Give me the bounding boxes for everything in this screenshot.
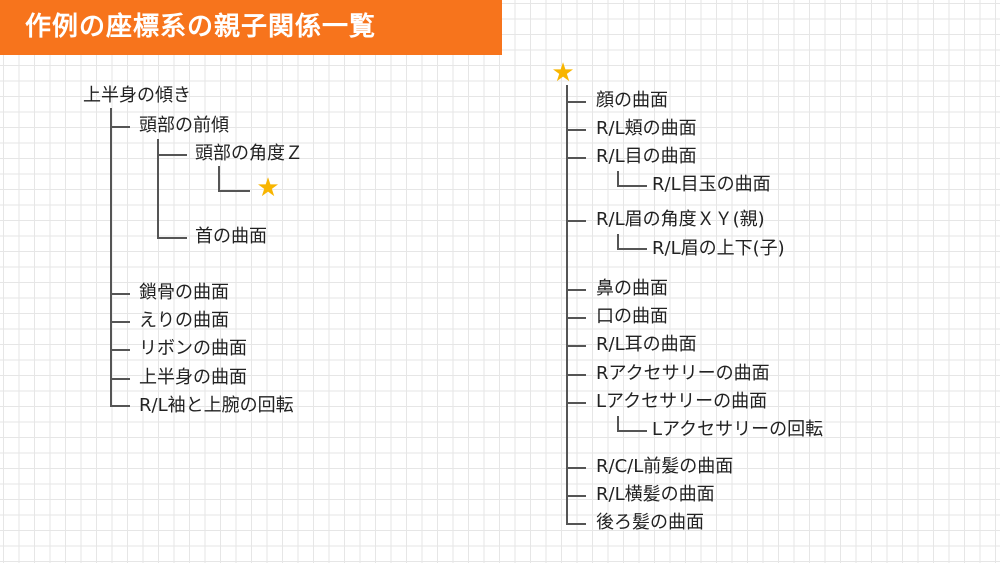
connector-line xyxy=(566,289,586,291)
tree-node-brow-xy: R/L眉の角度ＸＹ(親) xyxy=(596,209,765,230)
connector-line xyxy=(157,139,159,237)
tree-node-r-accessory: Rアクセサリーの曲面 xyxy=(596,363,770,384)
connector-line xyxy=(218,166,220,191)
tree-node-eyeball: R/L目玉の曲面 xyxy=(652,174,771,195)
connector-line xyxy=(566,129,586,131)
connector-line xyxy=(566,495,586,497)
tree-node-item: えりの曲面 xyxy=(139,310,229,331)
connector-line xyxy=(157,154,187,156)
tree-node-cheek: R/L頬の曲面 xyxy=(596,118,697,139)
tree-node-brow-updown: R/L眉の上下(子) xyxy=(652,238,785,259)
connector-line xyxy=(110,405,130,407)
connector-line xyxy=(566,467,586,469)
connector-line xyxy=(566,157,586,159)
connector-line xyxy=(566,345,586,347)
tree-node-item: R/L袖と上腕の回転 xyxy=(139,395,294,416)
tree-node-upper-body-tilt: 上半身の傾き xyxy=(83,85,191,106)
tree-node-l-accessory: Lアクセサリーの曲面 xyxy=(596,391,768,412)
connector-line xyxy=(617,171,619,186)
tree-node-side-hair: R/L横髪の曲面 xyxy=(596,484,715,505)
connector-line xyxy=(617,416,619,431)
connector-line xyxy=(617,234,619,249)
tree-node-mouth: 口の曲面 xyxy=(596,306,668,327)
connector-line xyxy=(110,321,130,323)
tree-node-back-hair: 後ろ髪の曲面 xyxy=(596,512,704,533)
connector-line xyxy=(566,402,586,404)
tree-node-neck: 首の曲面 xyxy=(195,226,267,247)
connector-line xyxy=(617,430,647,432)
tree-node-item: 上半身の曲面 xyxy=(139,367,247,388)
connector-line xyxy=(110,108,112,406)
tree-node-item: リボンの曲面 xyxy=(139,338,247,359)
tree-node-eye: R/L目の曲面 xyxy=(596,146,697,167)
tree-node-ear: R/L耳の曲面 xyxy=(596,334,697,355)
connector-line xyxy=(157,237,187,239)
connector-line xyxy=(566,523,586,525)
connector-line xyxy=(566,374,586,376)
connector-line xyxy=(617,185,647,187)
connector-line xyxy=(566,220,586,222)
connector-line xyxy=(617,248,647,250)
connector-line xyxy=(566,85,568,525)
connector-line xyxy=(110,378,130,380)
connector-line xyxy=(110,126,130,128)
connector-line xyxy=(218,190,250,192)
star-icon: ★ xyxy=(551,58,575,88)
tree-node-face: 顔の曲面 xyxy=(596,90,668,111)
star-icon: ★ xyxy=(256,173,280,203)
connector-line xyxy=(110,349,130,351)
tree-node-l-accessory-rotation: Lアクセサリーの回転 xyxy=(652,419,824,440)
connector-line xyxy=(566,101,586,103)
page-title: 作例の座標系の親子関係一覧 xyxy=(0,0,502,55)
tree-node-nose: 鼻の曲面 xyxy=(596,278,668,299)
connector-line xyxy=(566,317,586,319)
tree-node-bangs: R/C/L前髪の曲面 xyxy=(596,456,734,477)
tree-node-head-angle-z: 頭部の角度Ｚ xyxy=(195,143,303,164)
connector-line xyxy=(110,293,130,295)
tree-node-item: 鎖骨の曲面 xyxy=(139,282,229,303)
tree-node-head-tilt: 頭部の前傾 xyxy=(139,115,229,136)
